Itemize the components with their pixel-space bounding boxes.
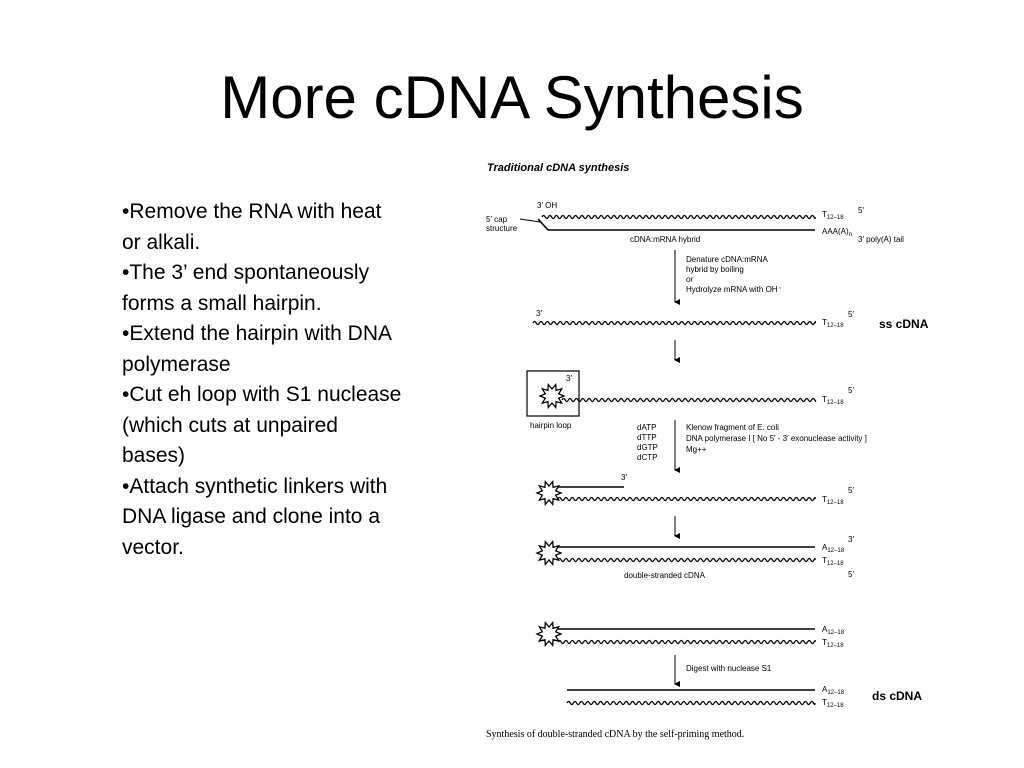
ss-cdna-label: ss cDNA — [879, 317, 929, 331]
t-label: T12–18 — [822, 318, 844, 329]
t-label: T12–18 — [822, 495, 844, 506]
bullet-item: •Remove the RNA with heat or alkali. — [122, 200, 382, 254]
hairpin-loop — [538, 382, 566, 410]
three-prime-label: 3′ — [536, 309, 542, 318]
polya-tail-label: 3′ poly(A) tail — [858, 235, 904, 244]
five-prime-label: 5′ — [848, 310, 854, 319]
step1-text: hybrid by boiling — [686, 265, 744, 274]
three-prime-label: 3′ — [848, 535, 854, 544]
figure-caption: Synthesis of double-stranded cDNA by the… — [486, 729, 744, 740]
three-oh-label: 3′ OH — [537, 201, 557, 210]
step1-text: Denature cDNA:mRNA — [686, 255, 768, 264]
bullet-item: •The 3’ end spontaneously forms a small … — [122, 261, 370, 315]
step2-text: Klenow fragment of E. coli — [686, 423, 779, 432]
bullet-item: •Extend the hairpin with DNA polymerase — [122, 322, 391, 376]
five-prime-label: 5′ — [848, 570, 854, 579]
five-prime-label: 5′ — [848, 386, 854, 395]
structure-label: structure — [486, 224, 518, 233]
step1-text: or — [686, 275, 693, 284]
hybrid-label: cDNA:mRNA hybrid — [630, 235, 700, 244]
step2-text: Mg++ — [686, 445, 707, 454]
t-label: T12–18 — [822, 556, 844, 567]
ds-cdna-label: ds cDNA — [872, 689, 922, 703]
nucleotide-label: dCTP — [637, 453, 657, 462]
cap-pointer-line — [519, 218, 541, 223]
cap-label: 5′ cap — [486, 215, 508, 224]
wavy-strand — [561, 397, 817, 403]
step1-text: Hydrolyze mRNA with OH⁻ — [686, 285, 782, 294]
hairpin-box — [526, 370, 580, 417]
wavy-strand — [557, 496, 816, 502]
cdna-hook — [537, 218, 549, 231]
wavy-strand — [557, 557, 816, 563]
bullet-item: •Attach synthetic linkers with DNA ligas… — [122, 474, 388, 559]
nucleotide-label: dATP — [637, 423, 656, 432]
three-prime-label: 3′ — [566, 374, 572, 383]
slide-title: More cDNA Synthesis — [220, 64, 804, 131]
ds-cdna-caption: double-stranded cDNA — [624, 571, 706, 580]
step3-text: Digest with nuclease S1 — [686, 664, 772, 673]
five-prime-label: 5′ — [848, 486, 854, 495]
five-prime-label: 5′ — [858, 206, 864, 215]
wavy-strand — [557, 639, 816, 645]
hairpin-loop-label: hairpin loop — [530, 421, 572, 430]
step2-text: DNA polymerase I [ No 5′ - 3′ exonucleas… — [686, 434, 867, 443]
bullet-list: •Remove the RNA with heat or alkali. •Th… — [122, 197, 402, 563]
hairpin-loop — [535, 539, 563, 567]
t-label: T12–18 — [822, 395, 844, 406]
wavy-strand — [541, 214, 816, 220]
wavy-strand — [532, 320, 817, 326]
t-label: T12–18 — [822, 638, 844, 649]
a-label: A12–18 — [822, 625, 845, 636]
t-label: T12–18 — [822, 210, 844, 221]
three-prime-label: 3′ — [621, 473, 627, 482]
polya-label: AAA(A)n — [822, 227, 852, 238]
a-label: A12–18 — [822, 685, 845, 696]
bullet-item: •Cut eh loop with S1 nuclease (which cut… — [122, 383, 402, 467]
wavy-strand — [566, 700, 816, 706]
t-label: T12–18 — [822, 698, 844, 709]
hairpin-loop — [535, 479, 563, 507]
nucleotide-label: dTTP — [637, 433, 657, 442]
hairpin-loop — [535, 620, 563, 648]
nucleotide-label: dGTP — [637, 443, 658, 452]
a-label: A12–18 — [822, 543, 845, 554]
figure-heading: Traditional cDNA synthesis — [487, 162, 629, 174]
